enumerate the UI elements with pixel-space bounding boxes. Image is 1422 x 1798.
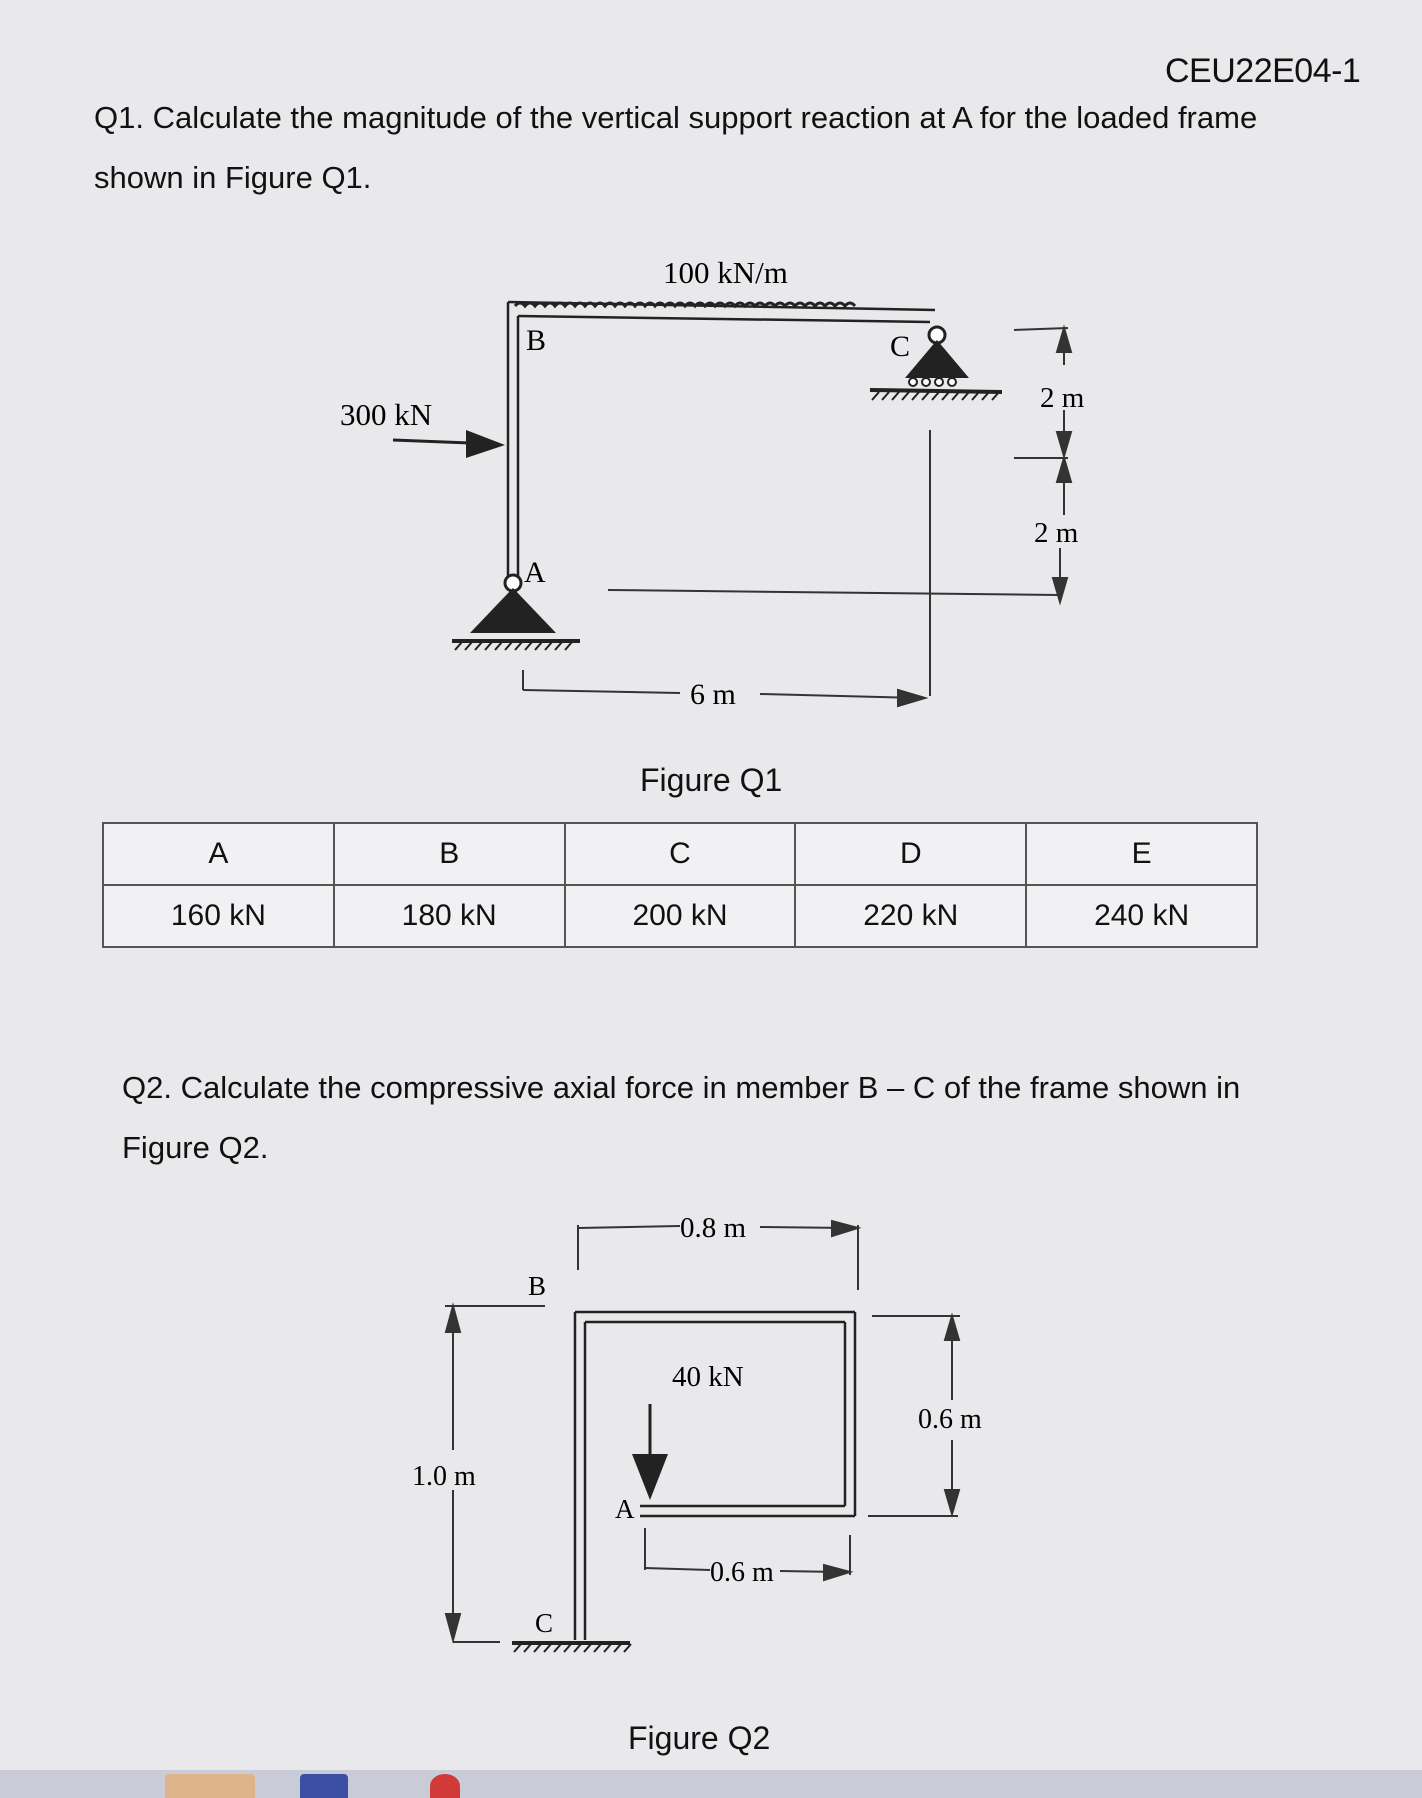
horizontal-load-arrow bbox=[392, 430, 505, 458]
joint-q2-label-b: B bbox=[528, 1271, 546, 1301]
figure-q1: 100 kN/m 300 kN B C A 2 m 2 m 6 m bbox=[340, 255, 1085, 711]
figure-q2-caption: Figure Q2 bbox=[628, 1720, 771, 1756]
option-header-d: D bbox=[794, 822, 1028, 886]
option-value-b: 180 kN bbox=[332, 884, 566, 948]
taskbar-app-tile[interactable] bbox=[300, 1774, 348, 1798]
question-2-text: Q2. Calculate the compressive axial forc… bbox=[122, 1070, 1241, 1165]
joint-q2-label-a: A bbox=[615, 1494, 635, 1524]
option-header-b: B bbox=[332, 822, 566, 886]
option-value-e: 240 kN bbox=[1025, 884, 1258, 948]
answer-options-table: A B C D E 160 kN 180 kN 200 kN 220 kN 24… bbox=[102, 822, 1258, 948]
option-value-d: 220 kN bbox=[794, 884, 1028, 948]
dimension-width-lines bbox=[522, 430, 1059, 708]
option-header-e: E bbox=[1025, 822, 1258, 886]
taskbar-app-tile[interactable] bbox=[430, 1774, 460, 1798]
option-header-c: C bbox=[563, 822, 797, 886]
dimension-q2-left-label: 1.0 m bbox=[412, 1461, 476, 1492]
dimension-q2-top-label: 0.8 m bbox=[680, 1212, 747, 1244]
dimension-q2-right-label: 0.6 m bbox=[918, 1404, 982, 1435]
dimension-q2-bottom-lines bbox=[644, 1528, 854, 1582]
joint-label-c: C bbox=[890, 330, 910, 363]
joint-label-a: A bbox=[524, 556, 546, 589]
dimension-bottom-label: 2 m bbox=[1034, 517, 1079, 549]
joint-label-b: B bbox=[526, 324, 546, 357]
dimension-q2-bottom-label: 0.6 m bbox=[710, 1557, 774, 1588]
option-value-a: 160 kN bbox=[102, 884, 335, 948]
options-value-row: 160 kN 180 kN 200 kN 220 kN 240 kN bbox=[102, 884, 1258, 948]
taskbar-app-tile[interactable] bbox=[165, 1774, 255, 1798]
document-id: CEU22E04-1 bbox=[1165, 52, 1361, 90]
dimension-q2-left-lines bbox=[444, 1302, 545, 1644]
roller-support-c bbox=[869, 325, 1003, 401]
frame-q2-members bbox=[573, 1310, 857, 1640]
question-1-text: Q1. Calculate the magnitude of the verti… bbox=[94, 100, 1258, 195]
figure-q1-caption: Figure Q1 bbox=[640, 762, 783, 798]
fixed-support-hatch bbox=[513, 1643, 632, 1653]
frame-q1-members bbox=[506, 300, 936, 580]
dimension-top-label: 2 m bbox=[1040, 382, 1085, 414]
option-value-c: 200 kN bbox=[563, 884, 797, 948]
option-header-a: A bbox=[102, 822, 335, 886]
dimension-vertical-lines bbox=[1013, 324, 1073, 606]
dimension-width-label: 6 m bbox=[690, 678, 736, 711]
point-load-arrow bbox=[632, 1404, 668, 1500]
pin-support-a bbox=[452, 573, 580, 651]
horizontal-load-label: 300 kN bbox=[340, 397, 432, 432]
distributed-load-label: 100 kN/m bbox=[663, 255, 788, 290]
dimension-q2-top-lines bbox=[577, 1219, 862, 1290]
point-load-label: 40 kN bbox=[672, 1361, 744, 1393]
options-header-row: A B C D E bbox=[102, 822, 1258, 886]
dimension-q2-right-lines bbox=[868, 1312, 961, 1518]
joint-q2-label-c: C bbox=[535, 1608, 553, 1638]
